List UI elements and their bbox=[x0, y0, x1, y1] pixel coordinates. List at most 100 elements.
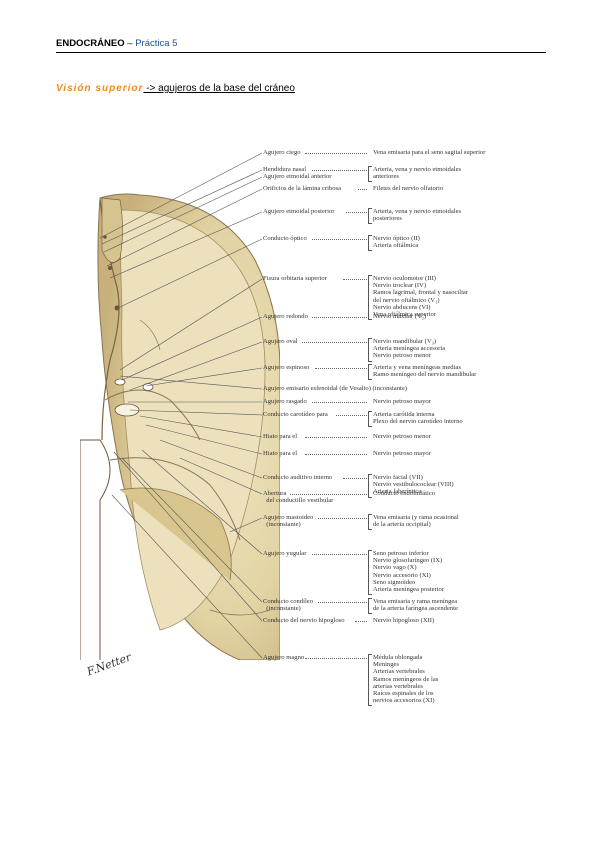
leader-line bbox=[141, 449, 263, 555]
leader-line bbox=[129, 409, 263, 416]
leader-line bbox=[129, 341, 263, 391]
structure-label: Conducto del nervio hipogloso bbox=[263, 617, 345, 624]
content-label: Nervio petroso menor bbox=[373, 433, 431, 440]
leader-line bbox=[99, 152, 263, 239]
label-brace bbox=[368, 208, 372, 225]
content-label: Vena emisaria (y rama ocasional de la ar… bbox=[373, 514, 459, 529]
label-brace bbox=[368, 598, 372, 615]
leader-line bbox=[179, 457, 263, 495]
leader-line bbox=[145, 367, 263, 387]
structure-label: Orificios de la lámina cribosa bbox=[263, 185, 341, 192]
label-connector bbox=[354, 621, 367, 622]
content-label: Vena emisaria para el seno sagital super… bbox=[373, 149, 486, 156]
header-title: ENDOCRÁNEO bbox=[56, 38, 125, 49]
content-label: Nervio facial (VII) Nervio vestibulococl… bbox=[373, 474, 454, 496]
label-connector bbox=[342, 279, 367, 280]
section-title-highlight: Visión superior bbox=[56, 83, 144, 94]
label-brace bbox=[368, 654, 372, 707]
label-brace bbox=[368, 364, 372, 381]
content-label: Vena emisaria y rama meníngea de la arte… bbox=[373, 598, 458, 613]
leader-line bbox=[106, 188, 263, 267]
content-label: Seno petroso inferior Nervio glosofaríng… bbox=[373, 550, 445, 594]
leader-line bbox=[111, 494, 263, 659]
label-connector bbox=[289, 494, 367, 495]
leader-line bbox=[117, 238, 263, 309]
label-connector bbox=[311, 239, 367, 240]
label-connector bbox=[358, 189, 367, 190]
structure-label: Hendidura nasal bbox=[263, 166, 307, 173]
content-label: Nervio oculomotor (III) Nervio troclear … bbox=[373, 275, 469, 319]
skull-illustration bbox=[80, 152, 280, 692]
structure-label: Agujero rasgado bbox=[263, 398, 307, 405]
label-connector bbox=[311, 317, 367, 318]
label-brace bbox=[368, 338, 372, 362]
label-brace bbox=[368, 235, 372, 252]
leader-line bbox=[119, 375, 263, 390]
structure-label: Agujero magno bbox=[263, 654, 305, 661]
label-connector bbox=[305, 658, 367, 659]
structure-label: Hiato para el bbox=[263, 433, 298, 440]
structure-label: Agujero yugular bbox=[263, 550, 307, 557]
content-label: Médula oblongada Meninges Arterias verte… bbox=[373, 654, 439, 705]
header-dash: – bbox=[124, 38, 136, 49]
content-label: Nervio óptico (II) Arteria oftálmica bbox=[373, 235, 420, 250]
structure-label: Conducto óptico bbox=[263, 235, 307, 242]
leader-line bbox=[159, 439, 263, 479]
structure-label: Conducto condíleo (inconstante) bbox=[263, 598, 313, 613]
label-brace bbox=[368, 275, 372, 321]
content-label: Arteria y vena meníngeas medias Ramo men… bbox=[373, 364, 477, 379]
label-connector bbox=[336, 415, 367, 416]
label-connector bbox=[311, 402, 367, 403]
content-label: Filetes del nervio olfatorio bbox=[373, 185, 444, 192]
header-subtitle: Práctica 5 bbox=[135, 38, 178, 49]
structure-label: Conducto carotídeo para bbox=[263, 411, 328, 418]
content-label: Nervio petroso mayor bbox=[373, 398, 431, 405]
label-brace bbox=[368, 166, 372, 183]
page-header: ENDOCRÁNEO – Práctica 5 bbox=[56, 38, 546, 49]
structure-label: Agujero etmoidal anterior bbox=[263, 173, 332, 180]
structure-label: Conducto auditivo interno bbox=[263, 474, 333, 481]
content-label: Nervio mandibular (V₃) Arteria meníngea … bbox=[373, 338, 446, 360]
label-brace bbox=[368, 550, 372, 596]
label-connector bbox=[311, 170, 367, 171]
structure-label: Agujero ciego bbox=[263, 149, 301, 156]
section-title-rest: -> agujeros de la base del cráneo bbox=[143, 83, 295, 94]
leader-line bbox=[229, 517, 263, 533]
leader-line bbox=[113, 451, 263, 622]
structure-label: Agujero oval bbox=[263, 338, 298, 345]
label-connector bbox=[311, 554, 367, 555]
label-brace bbox=[368, 474, 372, 498]
content-label: Arteria, vena y nervio etmoidales anteri… bbox=[373, 166, 462, 181]
leader-line bbox=[145, 424, 263, 455]
label-connector bbox=[342, 478, 367, 479]
content-label: Nervio hipogloso (XII) bbox=[373, 617, 435, 624]
leader-line bbox=[109, 211, 263, 279]
structure-label: Agujero redondo bbox=[263, 313, 308, 320]
section-title: Visión superior -> agujeros de la base d… bbox=[56, 83, 295, 94]
structure-label: Agujero etmoidal posterior bbox=[263, 208, 335, 215]
label-connector bbox=[305, 153, 367, 154]
structure-label: Fisura orbitaria superior bbox=[263, 275, 327, 282]
leader-line bbox=[103, 176, 263, 253]
leader-line bbox=[119, 278, 263, 371]
label-connector bbox=[317, 602, 367, 603]
label-brace bbox=[368, 411, 372, 428]
content-label: Arteria carótida interna Plexo del nervi… bbox=[373, 411, 463, 426]
label-brace bbox=[368, 514, 372, 531]
leader-line bbox=[121, 316, 263, 381]
content-label: Arteria, vena y nervio etmoidales poster… bbox=[373, 208, 462, 223]
leader-line bbox=[121, 457, 263, 603]
label-connector bbox=[345, 212, 367, 213]
label-connector bbox=[317, 518, 367, 519]
leader-line bbox=[139, 415, 263, 438]
structure-label: Hiato para el bbox=[263, 450, 298, 457]
leader-line bbox=[101, 169, 263, 245]
structure-label: Abertura del conductillo vestibular bbox=[263, 490, 334, 505]
leader-lines bbox=[99, 152, 263, 659]
header-divider bbox=[56, 52, 546, 53]
content-label: Conducto endolinfático bbox=[373, 490, 436, 497]
content-label: Nervio petroso mayor bbox=[373, 450, 431, 457]
label-connector bbox=[302, 342, 367, 343]
structure-label: Agujero mastoideo (inconstante) bbox=[263, 514, 314, 529]
content-label: Nervio maxilar (V₂) bbox=[373, 313, 427, 320]
